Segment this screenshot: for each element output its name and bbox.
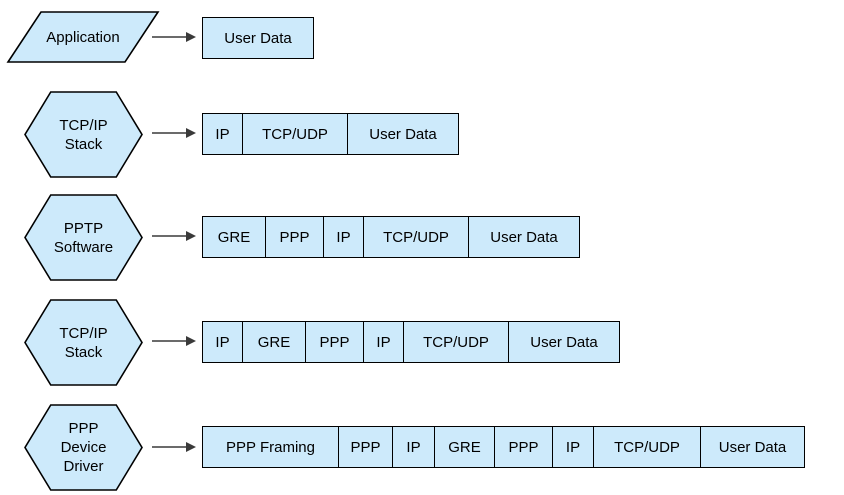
packet-segment: IP <box>553 427 594 467</box>
packet-segment: PPP <box>306 322 364 362</box>
source-shape-tcpip-stack-1: TCP/IP Stack <box>25 92 142 177</box>
packet-segment: IP <box>324 217 364 257</box>
packet-bar-application: User Data <box>202 17 314 59</box>
arrow-application <box>152 31 196 43</box>
packet-segment: User Data <box>348 114 458 154</box>
packet-segment: PPP <box>339 427 393 467</box>
packet-segment: TCP/UDP <box>594 427 701 467</box>
packet-segment: PPP <box>266 217 324 257</box>
packet-segment: GRE <box>243 322 306 362</box>
source-shape-pptp-software: PPTP Software <box>25 195 142 280</box>
arrow-tcpip-stack-2 <box>152 335 196 347</box>
packet-segment: User Data <box>469 217 579 257</box>
packet-segment: IP <box>203 114 243 154</box>
source-shape-application: Application <box>8 12 158 62</box>
packet-segment: IP <box>203 322 243 362</box>
packet-segment: PPP <box>495 427 553 467</box>
packet-segment: PPP Framing <box>203 427 339 467</box>
packet-segment: GRE <box>435 427 495 467</box>
packet-segment: IP <box>364 322 404 362</box>
packet-segment: IP <box>393 427 435 467</box>
arrow-tcpip-stack-1 <box>152 127 196 139</box>
packet-segment: User Data <box>701 427 804 467</box>
packet-segment: TCP/UDP <box>364 217 469 257</box>
packet-segment: User Data <box>203 18 313 58</box>
packet-segment: TCP/UDP <box>243 114 348 154</box>
arrow-pptp-software <box>152 230 196 242</box>
source-shape-ppp-device-driver: PPP Device Driver <box>25 405 142 490</box>
packet-segment: TCP/UDP <box>404 322 509 362</box>
arrow-ppp-device-driver <box>152 441 196 453</box>
packet-segment: GRE <box>203 217 266 257</box>
packet-segment: User Data <box>509 322 619 362</box>
source-shape-tcpip-stack-2: TCP/IP Stack <box>25 300 142 385</box>
